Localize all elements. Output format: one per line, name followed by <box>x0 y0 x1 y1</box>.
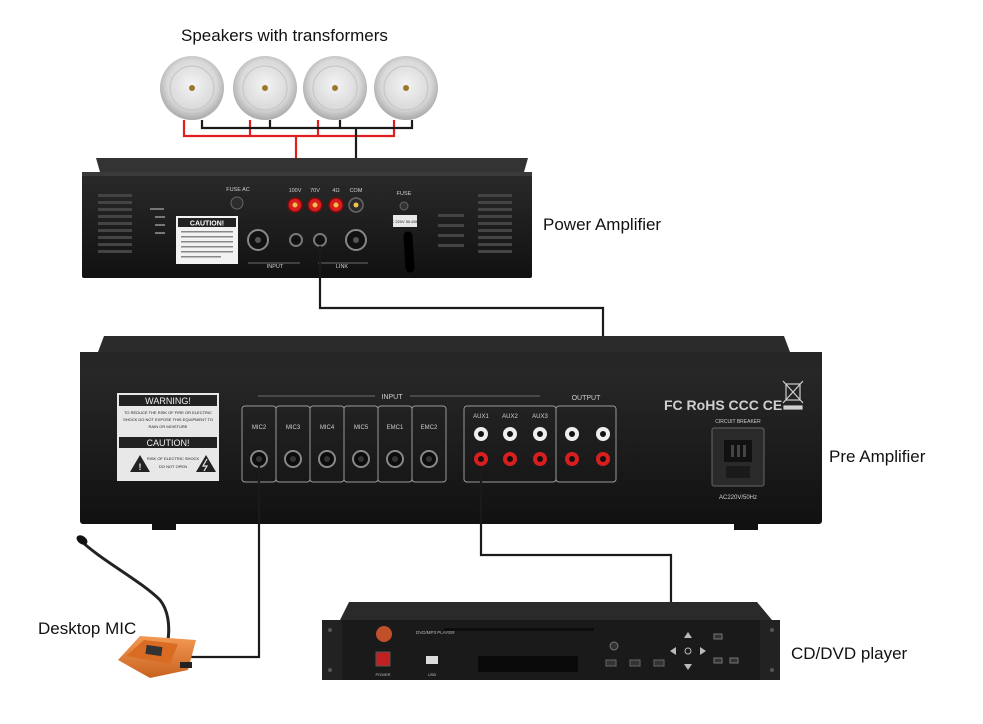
power-amp-label: Power Amplifier <box>543 215 662 234</box>
terminal-label-100v: 100V <box>289 188 302 194</box>
mic2-label: MIC2 <box>252 425 267 431</box>
warning-triangle-icon <box>130 455 150 472</box>
mic-cable <box>180 466 261 659</box>
rca-red-jacks <box>474 452 610 466</box>
power-amp-caution-text: CAUTION! <box>190 221 224 228</box>
power-amp-vents-right <box>438 194 512 253</box>
warning-sticker: WARNING! TO REDUCE THE RISK OF FIRE OR E… <box>117 393 219 481</box>
terminal-label-4ohm: 4Ω <box>332 188 339 194</box>
cd-button-1[interactable] <box>605 659 617 667</box>
speakers-label: Speakers with transformers <box>181 26 388 45</box>
rca-white-jacks <box>474 427 610 441</box>
svg-text:!: ! <box>139 462 142 472</box>
power-amplifier: CAUTION! FUSE AC 100V 70V 4Ω COM <box>82 158 532 278</box>
cd-button-6[interactable] <box>729 657 739 664</box>
warning-title: WARNING! <box>145 396 191 406</box>
speaker-group <box>160 56 438 120</box>
power-amp-jack-input <box>289 233 303 247</box>
cd-button-3[interactable] <box>653 659 665 667</box>
pre-amp-input-label: INPUT <box>382 394 404 401</box>
warning-line-2: SHOCK DO NOT EXPOSE THIS EQUIPMENT TO <box>123 417 213 422</box>
power-button[interactable] <box>375 651 391 667</box>
fuse-label: FUSE <box>397 191 412 197</box>
mic3-label: MIC3 <box>286 425 301 431</box>
speaker-4 <box>374 56 438 120</box>
mic5-label: MIC5 <box>354 425 369 431</box>
cd-player-label: CD/DVD player <box>791 644 908 663</box>
aux-cable <box>479 466 673 604</box>
mic-jacks <box>250 450 438 468</box>
caution-line-2: DO NOT OPEN <box>159 464 187 469</box>
ac-rating-label: AC220V/50Hz <box>719 495 757 501</box>
warning-line-3: RAIN OR MOISTURE <box>149 424 188 429</box>
pre-amp-label: Pre Amplifier <box>829 447 926 466</box>
cd-button-5[interactable] <box>713 657 723 664</box>
disc-slot <box>444 628 594 631</box>
mic-input-boxes <box>241 405 617 483</box>
pre-amp-output-label: OUTPUT <box>572 395 602 402</box>
power-amp-vents-left <box>98 194 132 253</box>
voltage-label: AC 220V 50-60HZ <box>389 219 422 224</box>
aux2-label: AUX2 <box>502 414 518 420</box>
cd-button-2[interactable] <box>629 659 641 667</box>
navigation-pad[interactable] <box>670 632 706 670</box>
pre-amplifier: WARNING! TO REDUCE THE RISK OF FIRE OR E… <box>80 336 822 530</box>
lightning-triangle-icon <box>196 455 216 472</box>
terminal-label-com: COM <box>350 188 363 194</box>
cd-button-4[interactable] <box>713 633 723 640</box>
speaker-2 <box>233 56 297 120</box>
certification-logos: FC RoHS CCC CE <box>664 397 782 413</box>
power-amp-input-label: INPUT <box>267 264 284 270</box>
display-window <box>478 656 578 672</box>
speaker-terminals <box>287 197 364 213</box>
warning-line-1: TO REDUCE THE RISK OF FIRE OR ELECTRIC <box>124 410 212 415</box>
emc2-label: EMC2 <box>421 425 438 431</box>
circuit-breaker-label: CIRCUIT BREAKER <box>715 419 761 425</box>
cd-model-label: DVD/MP3 PLAYER <box>416 630 455 635</box>
emc1-label: EMC1 <box>387 425 404 431</box>
desktop-mic <box>76 535 196 678</box>
weee-bin-icon <box>782 380 804 410</box>
power-amp-link-label: LINK <box>336 264 349 270</box>
power-cord <box>403 231 415 273</box>
mic4-label: MIC4 <box>320 425 335 431</box>
aux3-label: AUX3 <box>532 414 548 420</box>
speaker-1 <box>160 56 224 120</box>
aux1-label: AUX1 <box>473 414 489 420</box>
caution-line-1: RISK OF ELECTRIC SHOCK <box>147 456 200 461</box>
cd-dvd-player: DVD/MP3 PLAYER POWER USB <box>322 602 780 680</box>
fuse-ac-label: FUSE AC <box>226 187 250 193</box>
desktop-mic-label: Desktop MIC <box>38 619 137 638</box>
usb-label: USB <box>428 672 437 677</box>
brand-logo-icon <box>376 626 392 642</box>
power-label: POWER <box>375 672 390 677</box>
usb-port[interactable] <box>426 656 438 664</box>
mic-volume-knob[interactable] <box>609 641 619 651</box>
pre-amp-caution-title: CAUTION! <box>146 438 189 448</box>
power-amp-jack-link <box>313 233 327 247</box>
terminal-label-70v: 70V <box>310 188 320 194</box>
speaker-3 <box>303 56 367 120</box>
